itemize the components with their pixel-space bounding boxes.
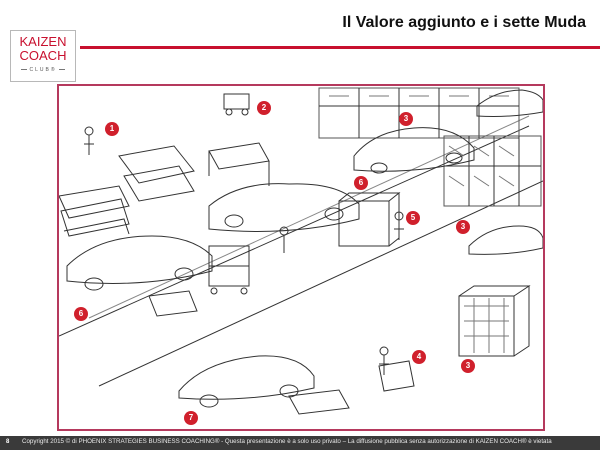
parts-shelf [118, 145, 195, 202]
factory-line-drawing [59, 87, 543, 415]
muda-marker-7: 7 [184, 411, 198, 425]
muda-marker-3-top: 3 [399, 112, 413, 126]
worker-figures [84, 126, 404, 375]
car-bottom [178, 355, 315, 408]
car-right-lower [468, 225, 543, 255]
muda-marker-6-middle: 6 [354, 176, 368, 190]
logo-club-text: CLUB® [29, 67, 57, 73]
forklift [223, 93, 250, 116]
cart-center [208, 245, 250, 295]
kaizen-coach-logo: KAIZEN COACH CLUB® [10, 30, 76, 82]
muda-marker-5: 5 [406, 211, 420, 225]
waste-basket [378, 360, 415, 392]
muda-marker-2: 2 [257, 101, 271, 115]
inventory-rack-left [59, 185, 130, 237]
muda-marker-3-bottom: 3 [461, 359, 475, 373]
muda-marker-1: 1 [105, 122, 119, 136]
muda-marker-4: 4 [412, 350, 426, 364]
car-top-right [353, 127, 475, 174]
footer-bar: 8 Copyright 2015 © di PHOENIX STRATEGIES… [0, 436, 600, 450]
title-underline [80, 46, 600, 49]
muda-marker-3-right: 3 [456, 220, 470, 234]
car-far-right [476, 89, 543, 117]
muda-illustration: 1 2 3 3 3 4 5 6 6 7 [57, 84, 545, 431]
copyright-notice: Copyright 2015 © di PHOENIX STRATEGIES B… [22, 438, 552, 445]
workbench [208, 142, 270, 186]
muda-marker-6-left: 6 [74, 307, 88, 321]
logo-line-3: CLUB® [11, 67, 75, 73]
logo-line-2: COACH [19, 48, 67, 63]
cage-crate-right [458, 285, 531, 357]
page-number: 8 [6, 439, 10, 445]
car-middle [208, 183, 360, 232]
car-lower-left [66, 235, 213, 291]
slide-title: Il Valore aggiunto e i sette Muda [342, 14, 586, 31]
storage-rack-right [443, 135, 542, 207]
storage-rack-top [318, 87, 520, 139]
logo-line-1: KAIZEN [19, 34, 67, 49]
pallet-table [148, 290, 350, 415]
crate-center [338, 191, 401, 247]
